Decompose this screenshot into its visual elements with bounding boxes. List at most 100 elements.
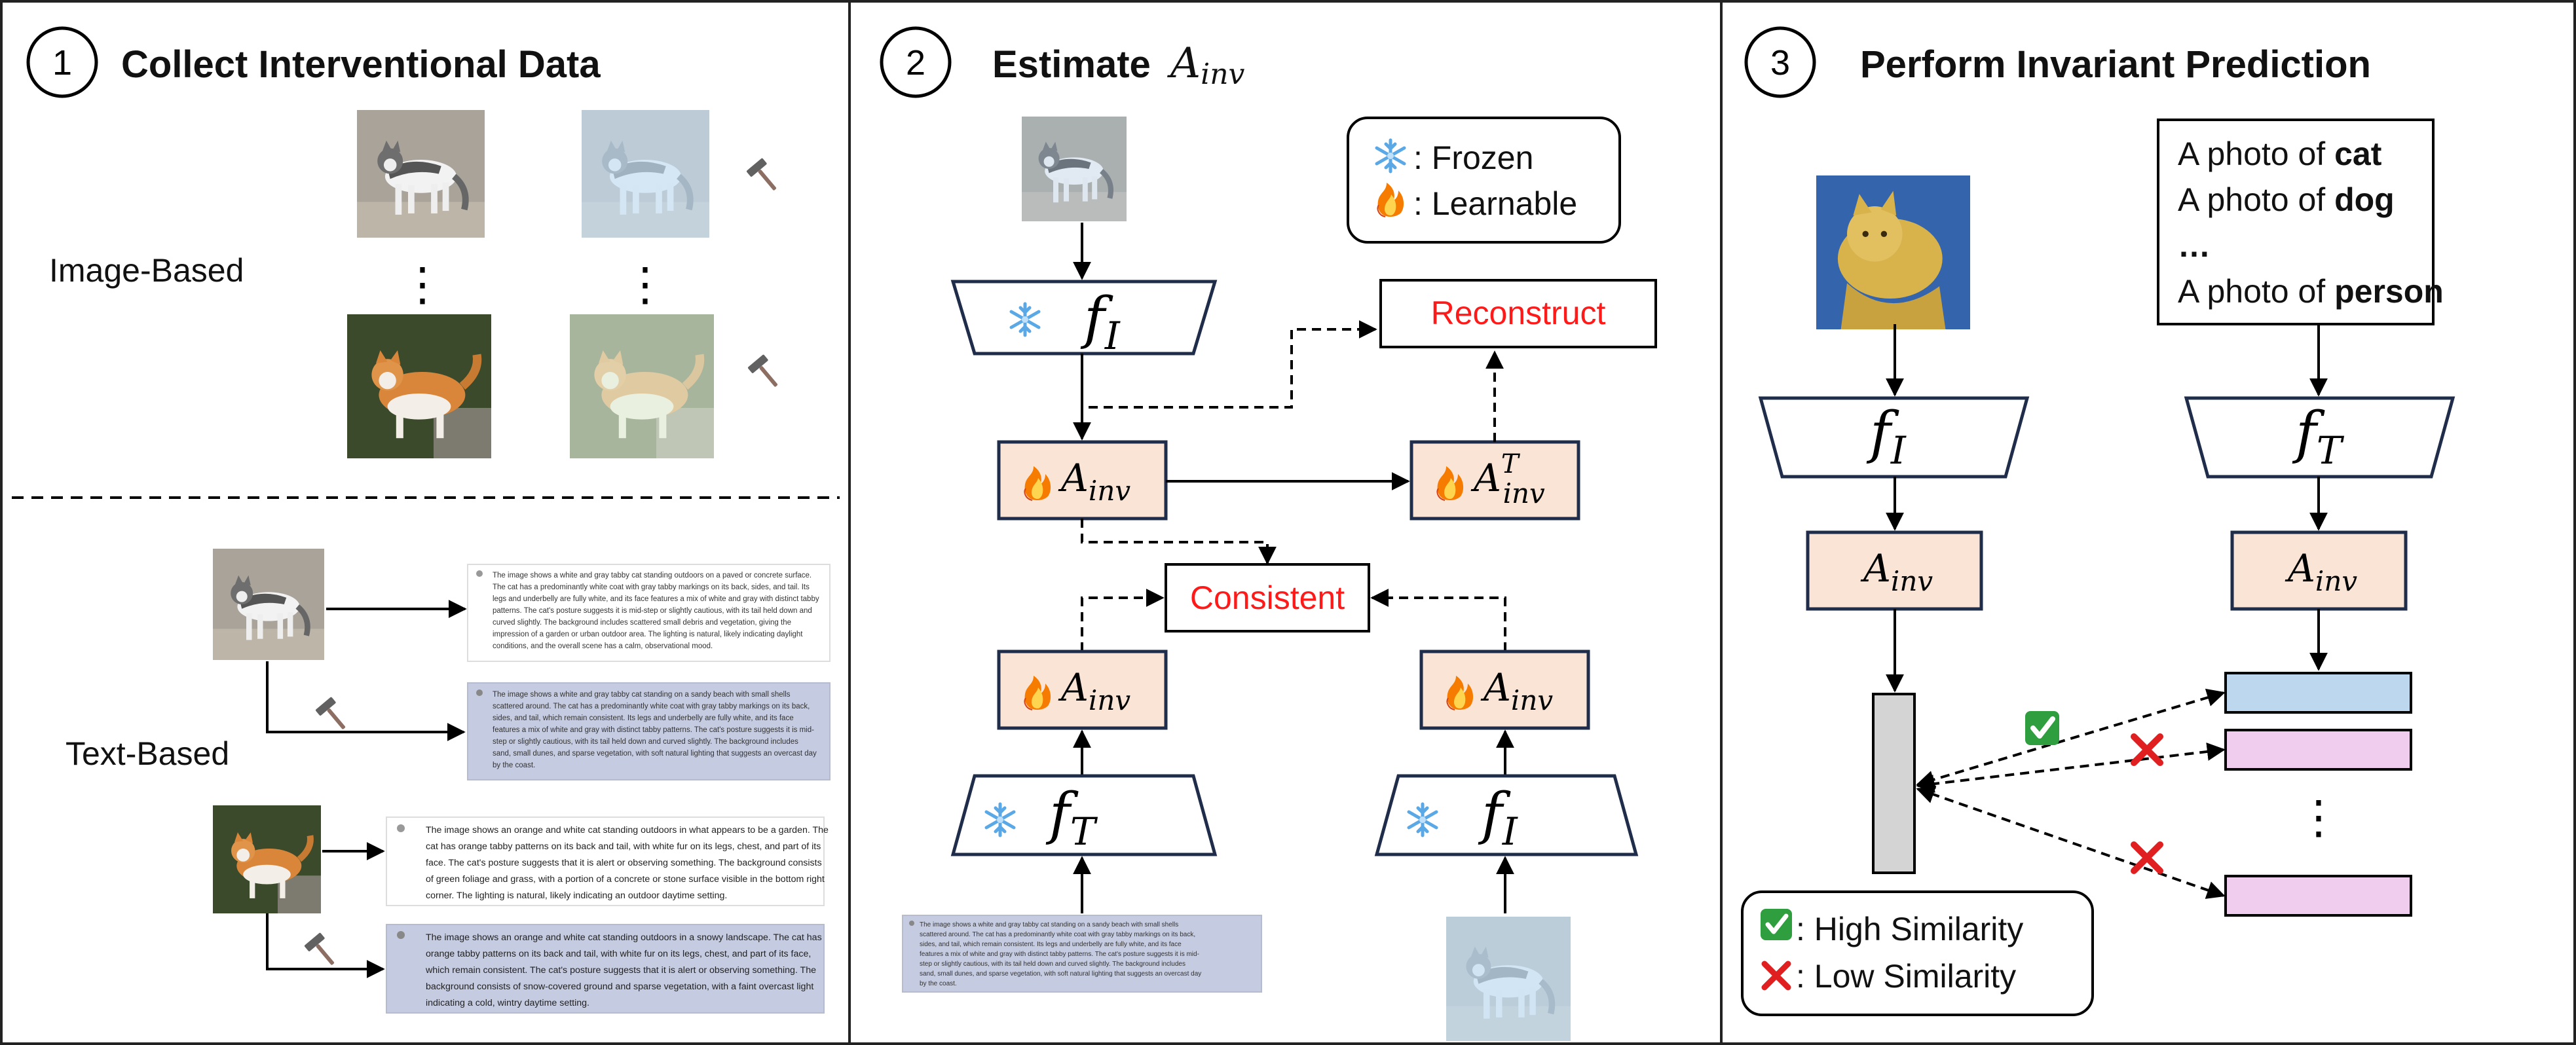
svg-text:step or slightly cautious, wit: step or slightly cautious, with its tail… bbox=[493, 738, 798, 746]
svg-text:scattered around. The cat has: scattered around. The cat has a predomin… bbox=[493, 703, 810, 710]
svg-text:The image shows a white and gr: The image shows a white and gray tabby c… bbox=[493, 691, 791, 699]
cross-icon bbox=[2131, 733, 2163, 766]
snow-filter bbox=[582, 110, 709, 238]
prompt-list: A photo of cat A photo of dog … A photo … bbox=[2178, 136, 2444, 310]
original-cat-image-2 bbox=[347, 314, 491, 458]
arrow-intervened-caption bbox=[266, 913, 385, 978]
svg-text:conditions, and the overall sc: conditions, and the overall scene has a … bbox=[493, 642, 713, 650]
check-icon bbox=[1761, 909, 1792, 940]
text-embedding-cat bbox=[2224, 672, 2412, 714]
panel-invariant-prediction: 3 Perform Invariant Prediction A photo o… bbox=[1741, 26, 2455, 1016]
panel-collect-data: 1 Collect Interventional Data Image-Base… bbox=[12, 26, 840, 1014]
cross-icon bbox=[2131, 841, 2163, 874]
encoder-label: fI bbox=[1080, 285, 1121, 358]
svg-text:sides, and tail, which remain: sides, and tail, which remain consistent… bbox=[493, 714, 794, 722]
caption-card-original-2 bbox=[386, 816, 825, 906]
image-encoder-bottom bbox=[1374, 774, 1639, 856]
caption-avatar bbox=[476, 570, 483, 577]
hammer-icon bbox=[304, 932, 335, 966]
caption-text: The image shows an orange and white cat … bbox=[425, 932, 822, 1008]
prompt-item: A photo of person bbox=[2178, 273, 2444, 310]
snow-filter bbox=[1446, 917, 1571, 1041]
arrow-intervened-caption bbox=[266, 661, 466, 741]
svg-text:of green foliage and grass, wi: of green foliage and grass, with a porti… bbox=[426, 874, 825, 885]
ainv-label: Ainv bbox=[1058, 456, 1130, 507]
ellipsis-dots: ⋮ bbox=[622, 259, 668, 310]
svg-text:by the coast.: by the coast. bbox=[493, 761, 535, 769]
step-number-circle bbox=[880, 26, 952, 98]
svg-text:sides, and tail, which remain: sides, and tail, which remain consistent… bbox=[920, 941, 1182, 948]
ellipsis-dots: ⋮ bbox=[2296, 792, 2342, 843]
legend-learnable-label: : Learnable bbox=[1413, 185, 1577, 222]
step-number: 1 bbox=[52, 43, 72, 82]
reconstruct-label: Reconstruct bbox=[1431, 295, 1606, 331]
svg-text:cat has orange tabby patterns: cat has orange tabby patterns on its bac… bbox=[426, 841, 821, 852]
caption-text: The image shows an orange and white cat … bbox=[426, 825, 829, 901]
cross-icon bbox=[1761, 961, 1791, 991]
similarity-arrow-person bbox=[1916, 786, 2226, 899]
panel-title: Collect Interventional Data bbox=[121, 43, 601, 86]
svg-text:orange tabby patterns on its b: orange tabby patterns on its back and ta… bbox=[426, 949, 811, 959]
svg-text:sand, small dunes, and sparse: sand, small dunes, and sparse vegetation… bbox=[920, 970, 1201, 978]
ellipsis-dots: ⋮ bbox=[400, 259, 445, 310]
hammer-icon bbox=[747, 354, 778, 388]
image-tint bbox=[1022, 117, 1127, 221]
text-based-label: Text-Based bbox=[65, 735, 229, 772]
dashed-arrow-right bbox=[1370, 589, 1506, 651]
panel-estimate: 2 Estimate Ainv : Frozen : Learnable fI … bbox=[880, 26, 1657, 1041]
svg-text:legs and underbelly are fully: legs and underbelly are fully white, and… bbox=[493, 595, 819, 603]
svg-text:sand, small dunes, and sparse: sand, small dunes, and sparse vegetation… bbox=[493, 750, 817, 758]
svg-text:face. The cat's posture sugges: face. The cat's posture suggests that it… bbox=[426, 858, 822, 868]
legend-low-label: : Low Similarity bbox=[1796, 958, 2016, 995]
hammer-icon bbox=[315, 696, 346, 730]
image-encoder-top bbox=[950, 280, 1218, 356]
svg-text:background consists of snow-co: background consists of snow-covered grou… bbox=[426, 981, 813, 992]
text-encoder bbox=[950, 774, 1218, 856]
consistent-box bbox=[1165, 563, 1370, 632]
caption-text: The image shows a white and gray tabby c… bbox=[493, 691, 817, 769]
svg-text:scattered around. The cat has: scattered around. The cat has a predomin… bbox=[920, 931, 1195, 938]
prompt-item: A photo of dog bbox=[2178, 181, 2395, 218]
dashed-arrow-left bbox=[1081, 589, 1165, 651]
text-embedding-person bbox=[2224, 875, 2412, 917]
svg-text:impression of a garden or urba: impression of a garden or urban outdoor … bbox=[493, 631, 803, 638]
svg-text:The image shows an orange and: The image shows an orange and white cat … bbox=[426, 932, 822, 943]
step-number-circle bbox=[1744, 26, 1816, 98]
caption-card-intervened-1 bbox=[467, 682, 831, 780]
svg-text:by the coast.: by the coast. bbox=[920, 980, 957, 987]
caption-text: The image shows a white and gray tabby c… bbox=[493, 572, 819, 650]
caption-text: The image shows a white and gray tabby c… bbox=[920, 921, 1201, 987]
similarity-arrow-dog bbox=[1916, 742, 2226, 793]
svg-text:corner. The lighting is natura: corner. The lighting is natural, likely … bbox=[426, 890, 727, 901]
similarity-arrow-cat bbox=[1916, 688, 2226, 789]
ainv-box-text bbox=[2230, 530, 2408, 611]
caption-avatar bbox=[397, 824, 405, 832]
panel-title: Perform Invariant Prediction bbox=[1860, 43, 2371, 86]
text-embedding-dog bbox=[2224, 729, 2412, 771]
original-cat-image-1 bbox=[357, 110, 485, 238]
svg-text:features a mix of white and gr: features a mix of white and gray with di… bbox=[493, 726, 814, 734]
check-icon bbox=[2025, 711, 2059, 745]
svg-text:curved slightly. The backgroun: curved slightly. The background includes… bbox=[493, 619, 791, 627]
legend-box bbox=[1347, 117, 1621, 244]
legend-high-label: : High Similarity bbox=[1796, 911, 2023, 947]
text-encoder bbox=[2184, 396, 2455, 479]
svg-text:The image shows a white and gr: The image shows a white and gray tabby c… bbox=[493, 572, 812, 579]
ainv-label: Ainv bbox=[1058, 665, 1130, 716]
svg-text:The image shows a white and gr: The image shows a white and gray tabby c… bbox=[920, 921, 1178, 928]
panel-title: Estimate Ainv bbox=[992, 39, 1245, 91]
svg-text:The cat has a predominantly wh: The cat has a predominantly white coat w… bbox=[493, 583, 810, 591]
dashed-arrow-consistent bbox=[1081, 519, 1277, 565]
caption-avatar bbox=[397, 931, 405, 939]
consistent-label: Consistent bbox=[1190, 579, 1345, 616]
svg-text:indicating a cold, wintry dayt: indicating a cold, wintry daytime settin… bbox=[426, 998, 589, 1008]
caption-avatar bbox=[476, 689, 483, 696]
legend-frozen-label: : Frozen bbox=[1413, 139, 1533, 176]
step-number: 2 bbox=[906, 43, 925, 82]
caption-card-original-1 bbox=[467, 564, 831, 662]
text-source-cat-2 bbox=[213, 805, 321, 913]
svg-text:which remain consistent. The c: which remain consistent. The cat's postu… bbox=[425, 965, 816, 976]
